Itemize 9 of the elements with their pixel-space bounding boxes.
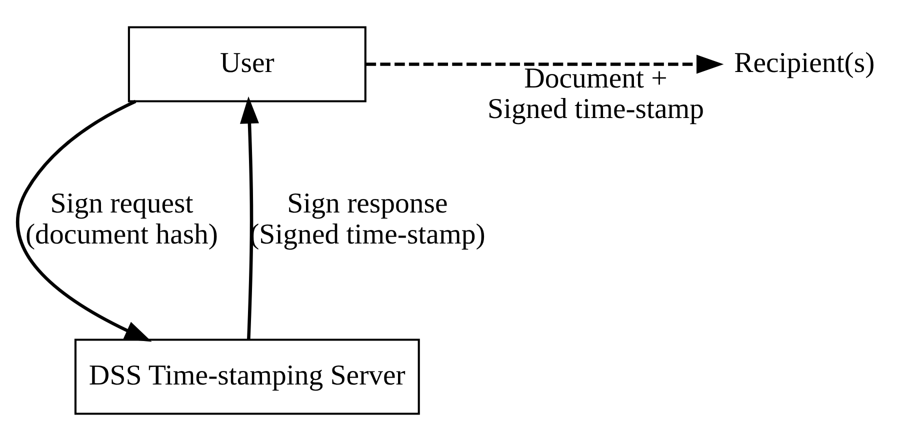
arrow: [240, 96, 259, 340]
edge-label: Document + Signed time-stamp: [488, 62, 704, 126]
node-box: User: [128, 26, 366, 102]
node-box: DSS Time-stamping Server: [74, 338, 420, 415]
arrow: [16, 100, 152, 342]
arrow: [366, 54, 724, 74]
edge-label: Sign request (document hash): [25, 188, 218, 251]
node-text: Recipient(s): [734, 46, 875, 79]
edge-label: Sign response (Signed time-stamp): [250, 188, 486, 251]
